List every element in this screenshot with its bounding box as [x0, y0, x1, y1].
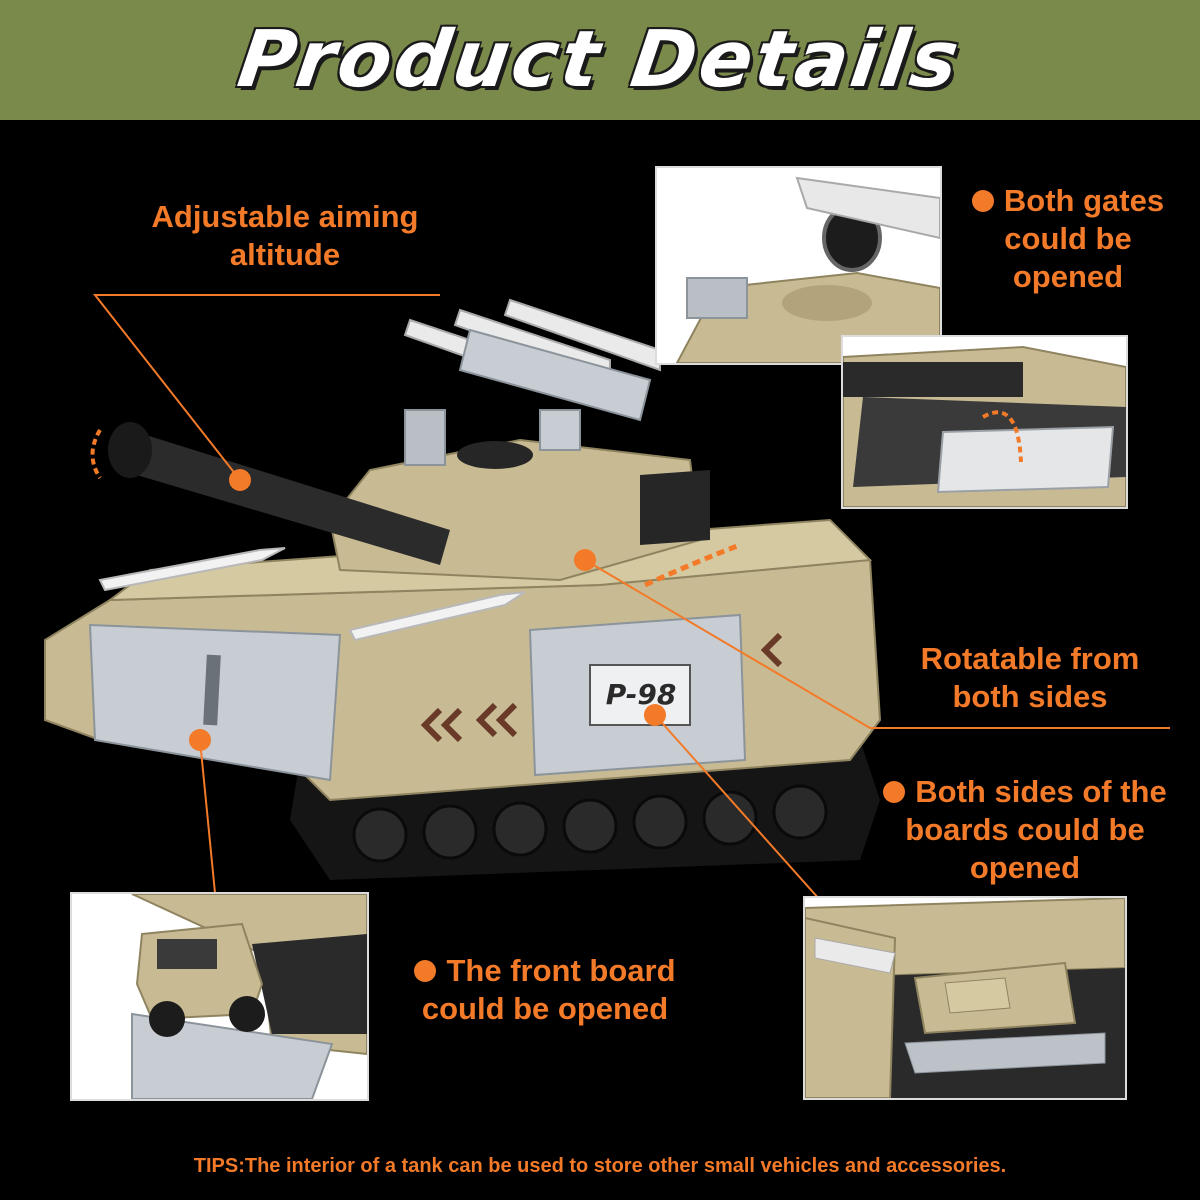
- tips-text: TIPS:The interior of a tank can be used …: [193, 1155, 1007, 1177]
- front-board-image: [72, 894, 367, 1099]
- aim-arrow-icon: [90, 428, 102, 480]
- rotate-arrow-icon: [643, 542, 741, 588]
- tank-plate-text: P-98: [605, 678, 677, 711]
- annotation-lines: [92, 294, 1170, 901]
- tank-turret: [108, 298, 710, 582]
- side-board-image: [805, 898, 1125, 1098]
- header-banner: Product Details: [0, 0, 1200, 120]
- inset-gates-bottom: [841, 335, 1128, 509]
- tank-tracks: [290, 740, 880, 880]
- inset-front-board: [70, 892, 369, 1101]
- label-rotatable: Rotatable from both sides: [920, 641, 1140, 714]
- label-front-board: The front board could be opened: [385, 952, 705, 1028]
- bullet-icon: [883, 780, 906, 803]
- open-gate-image: [843, 337, 1126, 507]
- inset-gates-top: [655, 166, 942, 365]
- bullet-icon: [971, 189, 994, 212]
- label-aiming: Adjustable aiming altitude: [151, 199, 419, 272]
- inset-side-boards: [803, 896, 1127, 1100]
- gate-hatch-image: [657, 168, 940, 363]
- bullet-icon: [414, 959, 437, 982]
- label-boards: Both sides of the boards could be opened: [860, 773, 1190, 886]
- label-gates: Both gates could be opened: [948, 182, 1188, 295]
